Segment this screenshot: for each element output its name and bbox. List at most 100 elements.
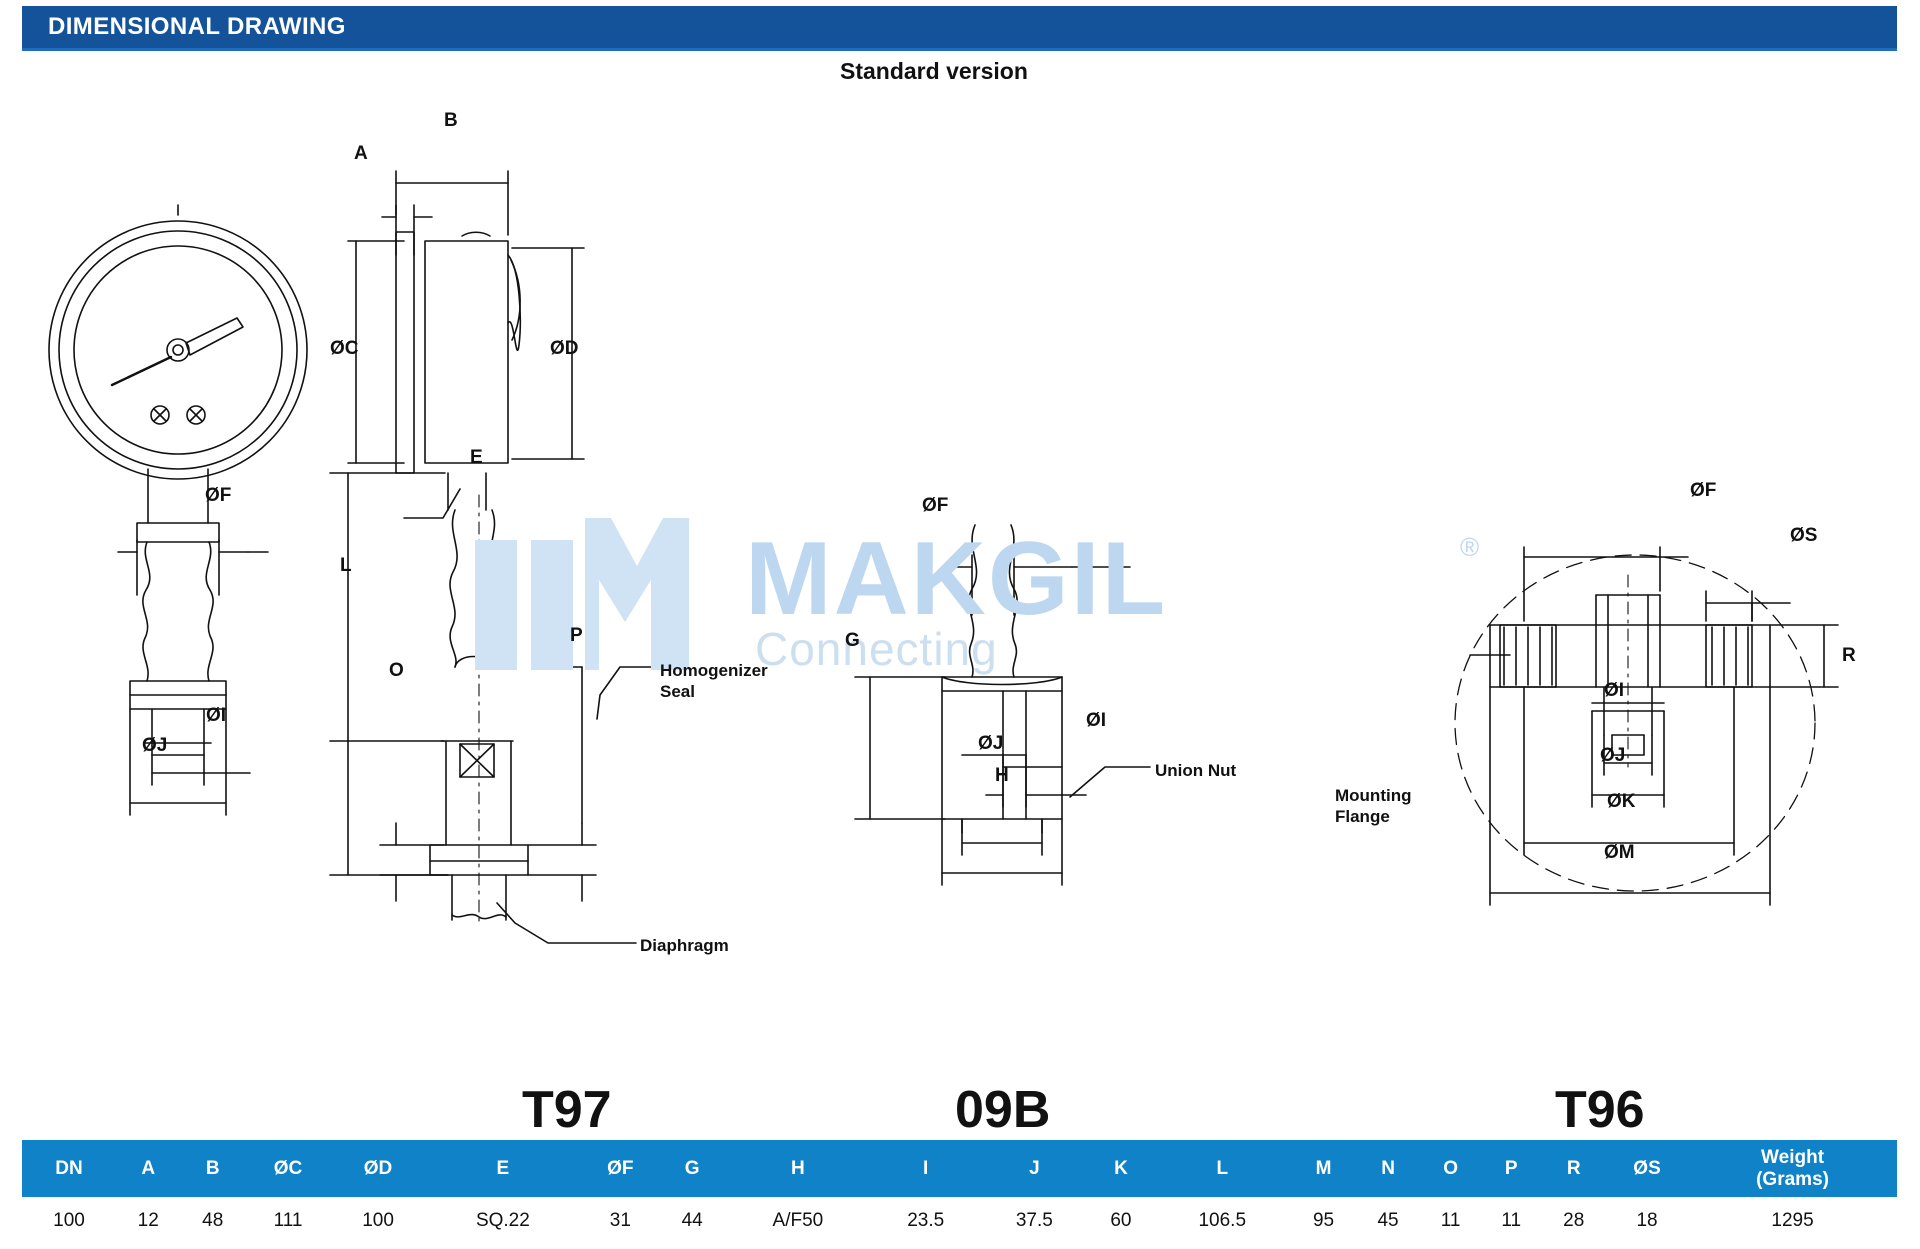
dim-label-oi-right: ØI — [1604, 680, 1625, 701]
dim-label-g: G — [845, 630, 860, 651]
dim-oi-mid — [985, 754, 1087, 808]
table-header-cell: DN — [22, 1140, 116, 1198]
dim-p — [527, 666, 597, 902]
dim-of-right — [1523, 546, 1689, 622]
leader-diaphragm — [496, 902, 637, 944]
dim-label-of-mid: ØF — [922, 495, 949, 516]
table-cell: 100 — [22, 1198, 116, 1242]
dimension-spec-table: DN A B ØC ØD E ØF G H I J K L M N O P R … — [22, 1140, 1897, 1242]
table-cell: 100 — [331, 1198, 426, 1242]
table-cell: 11 — [1420, 1198, 1481, 1242]
table-header-cell: P — [1480, 1140, 1542, 1198]
table-header-cell: J — [980, 1140, 1089, 1198]
table-header-cell: M — [1291, 1140, 1356, 1198]
dim-g — [854, 676, 946, 820]
table-cell: 12 — [115, 1198, 181, 1242]
table-row: 100 12 48 111 100 SQ.22 31 44 A/F50 23.5… — [22, 1198, 1897, 1242]
dim-of-mid — [952, 554, 1131, 616]
table-cell: 111 — [244, 1198, 332, 1242]
dim-label-ok: ØK — [1607, 791, 1636, 812]
table-cell: SQ.22 — [425, 1198, 581, 1242]
table-cell: 106.5 — [1153, 1198, 1292, 1242]
callout-homogenizer-seal: Homogenizer Seal — [660, 661, 768, 702]
table-cell: 37.5 — [980, 1198, 1089, 1242]
dim-label-of-right: ØF — [1690, 480, 1717, 501]
table-cell: 44 — [659, 1198, 725, 1242]
table-cell: 95 — [1291, 1198, 1356, 1242]
table-header-cell: ØC — [244, 1140, 332, 1198]
dim-label-oj-right: ØJ — [1600, 745, 1626, 766]
table-header-cell: N — [1355, 1140, 1421, 1198]
leader-e — [403, 488, 461, 519]
dim-oi-right — [1603, 734, 1653, 776]
dim-label-b: B — [444, 110, 458, 131]
table-cell: 28 — [1541, 1198, 1606, 1242]
table-header-cell: ØF — [580, 1140, 660, 1198]
table-cell: 18 — [1605, 1198, 1689, 1242]
table-header-cell: I — [871, 1140, 981, 1198]
page-header-bar: DIMENSIONAL DRAWING — [22, 6, 1897, 48]
table-header-cell: ØD — [331, 1140, 426, 1198]
model-name-t96: T96 — [1555, 1081, 1645, 1139]
standard-version-heading: Standard version — [840, 58, 1028, 84]
dim-label-oj-left: ØJ — [142, 735, 168, 756]
callout-mounting-flange: Mounting Flange — [1335, 786, 1412, 827]
dim-label-oc: ØC — [330, 338, 359, 359]
dim-o — [379, 822, 449, 902]
dim-om — [1489, 686, 1771, 906]
dim-h — [941, 818, 1063, 886]
dim-os — [1705, 590, 1791, 622]
callout-diaphragm: Diaphragm — [640, 936, 729, 955]
technical-drawing-svg — [48, 170, 1839, 944]
model-name-09b: 09B — [955, 1081, 1051, 1139]
table-cell: 11 — [1480, 1198, 1542, 1242]
dim-label-of-left: ØF — [205, 485, 232, 506]
table-cell: 60 — [1088, 1198, 1154, 1242]
table-header-cell: E — [425, 1140, 581, 1198]
dim-label-a: A — [354, 143, 368, 164]
table-cell: 31 — [580, 1198, 660, 1242]
table-header-cell: A — [115, 1140, 181, 1198]
dim-label-o: O — [389, 660, 404, 681]
dim-of-left — [117, 539, 269, 596]
table-cell: 45 — [1355, 1198, 1421, 1242]
table-header-cell: ØS — [1605, 1140, 1689, 1198]
table-header-row: DN A B ØC ØD E ØF G H I J K L M N O P R … — [22, 1140, 1897, 1198]
dim-label-oi-mid: ØI — [1086, 710, 1107, 731]
header-accent-rule — [22, 48, 1897, 51]
dim-oj-right — [1591, 710, 1665, 808]
dim-od — [511, 247, 585, 460]
dim-oj-mid — [961, 818, 1043, 856]
table-cell: 48 — [180, 1198, 245, 1242]
t97-side-view — [395, 231, 529, 926]
table-header-cell: B — [180, 1140, 245, 1198]
leader-homogenizer-seal — [596, 666, 656, 720]
dim-label-oj-mid: ØJ — [978, 733, 1004, 754]
drawing-canvas: MAKGIL ® Connecting A B ØC ØD E ØF L O P… — [0, 55, 1920, 1139]
table-header-cell: O — [1420, 1140, 1481, 1198]
dim-label-oi-left: ØI — [206, 705, 227, 726]
model-name-t97: T97 — [522, 1081, 612, 1139]
dim-l — [329, 472, 449, 876]
dim-oc — [347, 240, 405, 464]
dim-oj-left — [129, 708, 227, 816]
table-header-cell: H — [724, 1140, 872, 1198]
page-title: DIMENSIONAL DRAWING — [48, 13, 346, 40]
table-cell: 23.5 — [871, 1198, 981, 1242]
table-header-cell: R — [1541, 1140, 1606, 1198]
table-cell: 1295 — [1688, 1198, 1897, 1242]
table-header-cell: L — [1153, 1140, 1292, 1198]
dim-label-l: L — [340, 555, 352, 576]
table-header-cell: G — [659, 1140, 725, 1198]
table-header-cell-weight: Weight (Grams) — [1688, 1140, 1897, 1198]
leader-union-nut — [1069, 766, 1151, 798]
dim-label-os: ØS — [1790, 525, 1818, 546]
dim-label-od: ØD — [550, 338, 579, 359]
table-header-cell: K — [1088, 1140, 1154, 1198]
table-cell: A/F50 — [724, 1198, 872, 1242]
dim-label-h: H — [995, 765, 1009, 786]
dim-b — [395, 170, 509, 236]
dim-label-r: R — [1842, 645, 1856, 666]
t96-view — [1454, 554, 1816, 892]
dim-label-e: E — [470, 447, 483, 468]
